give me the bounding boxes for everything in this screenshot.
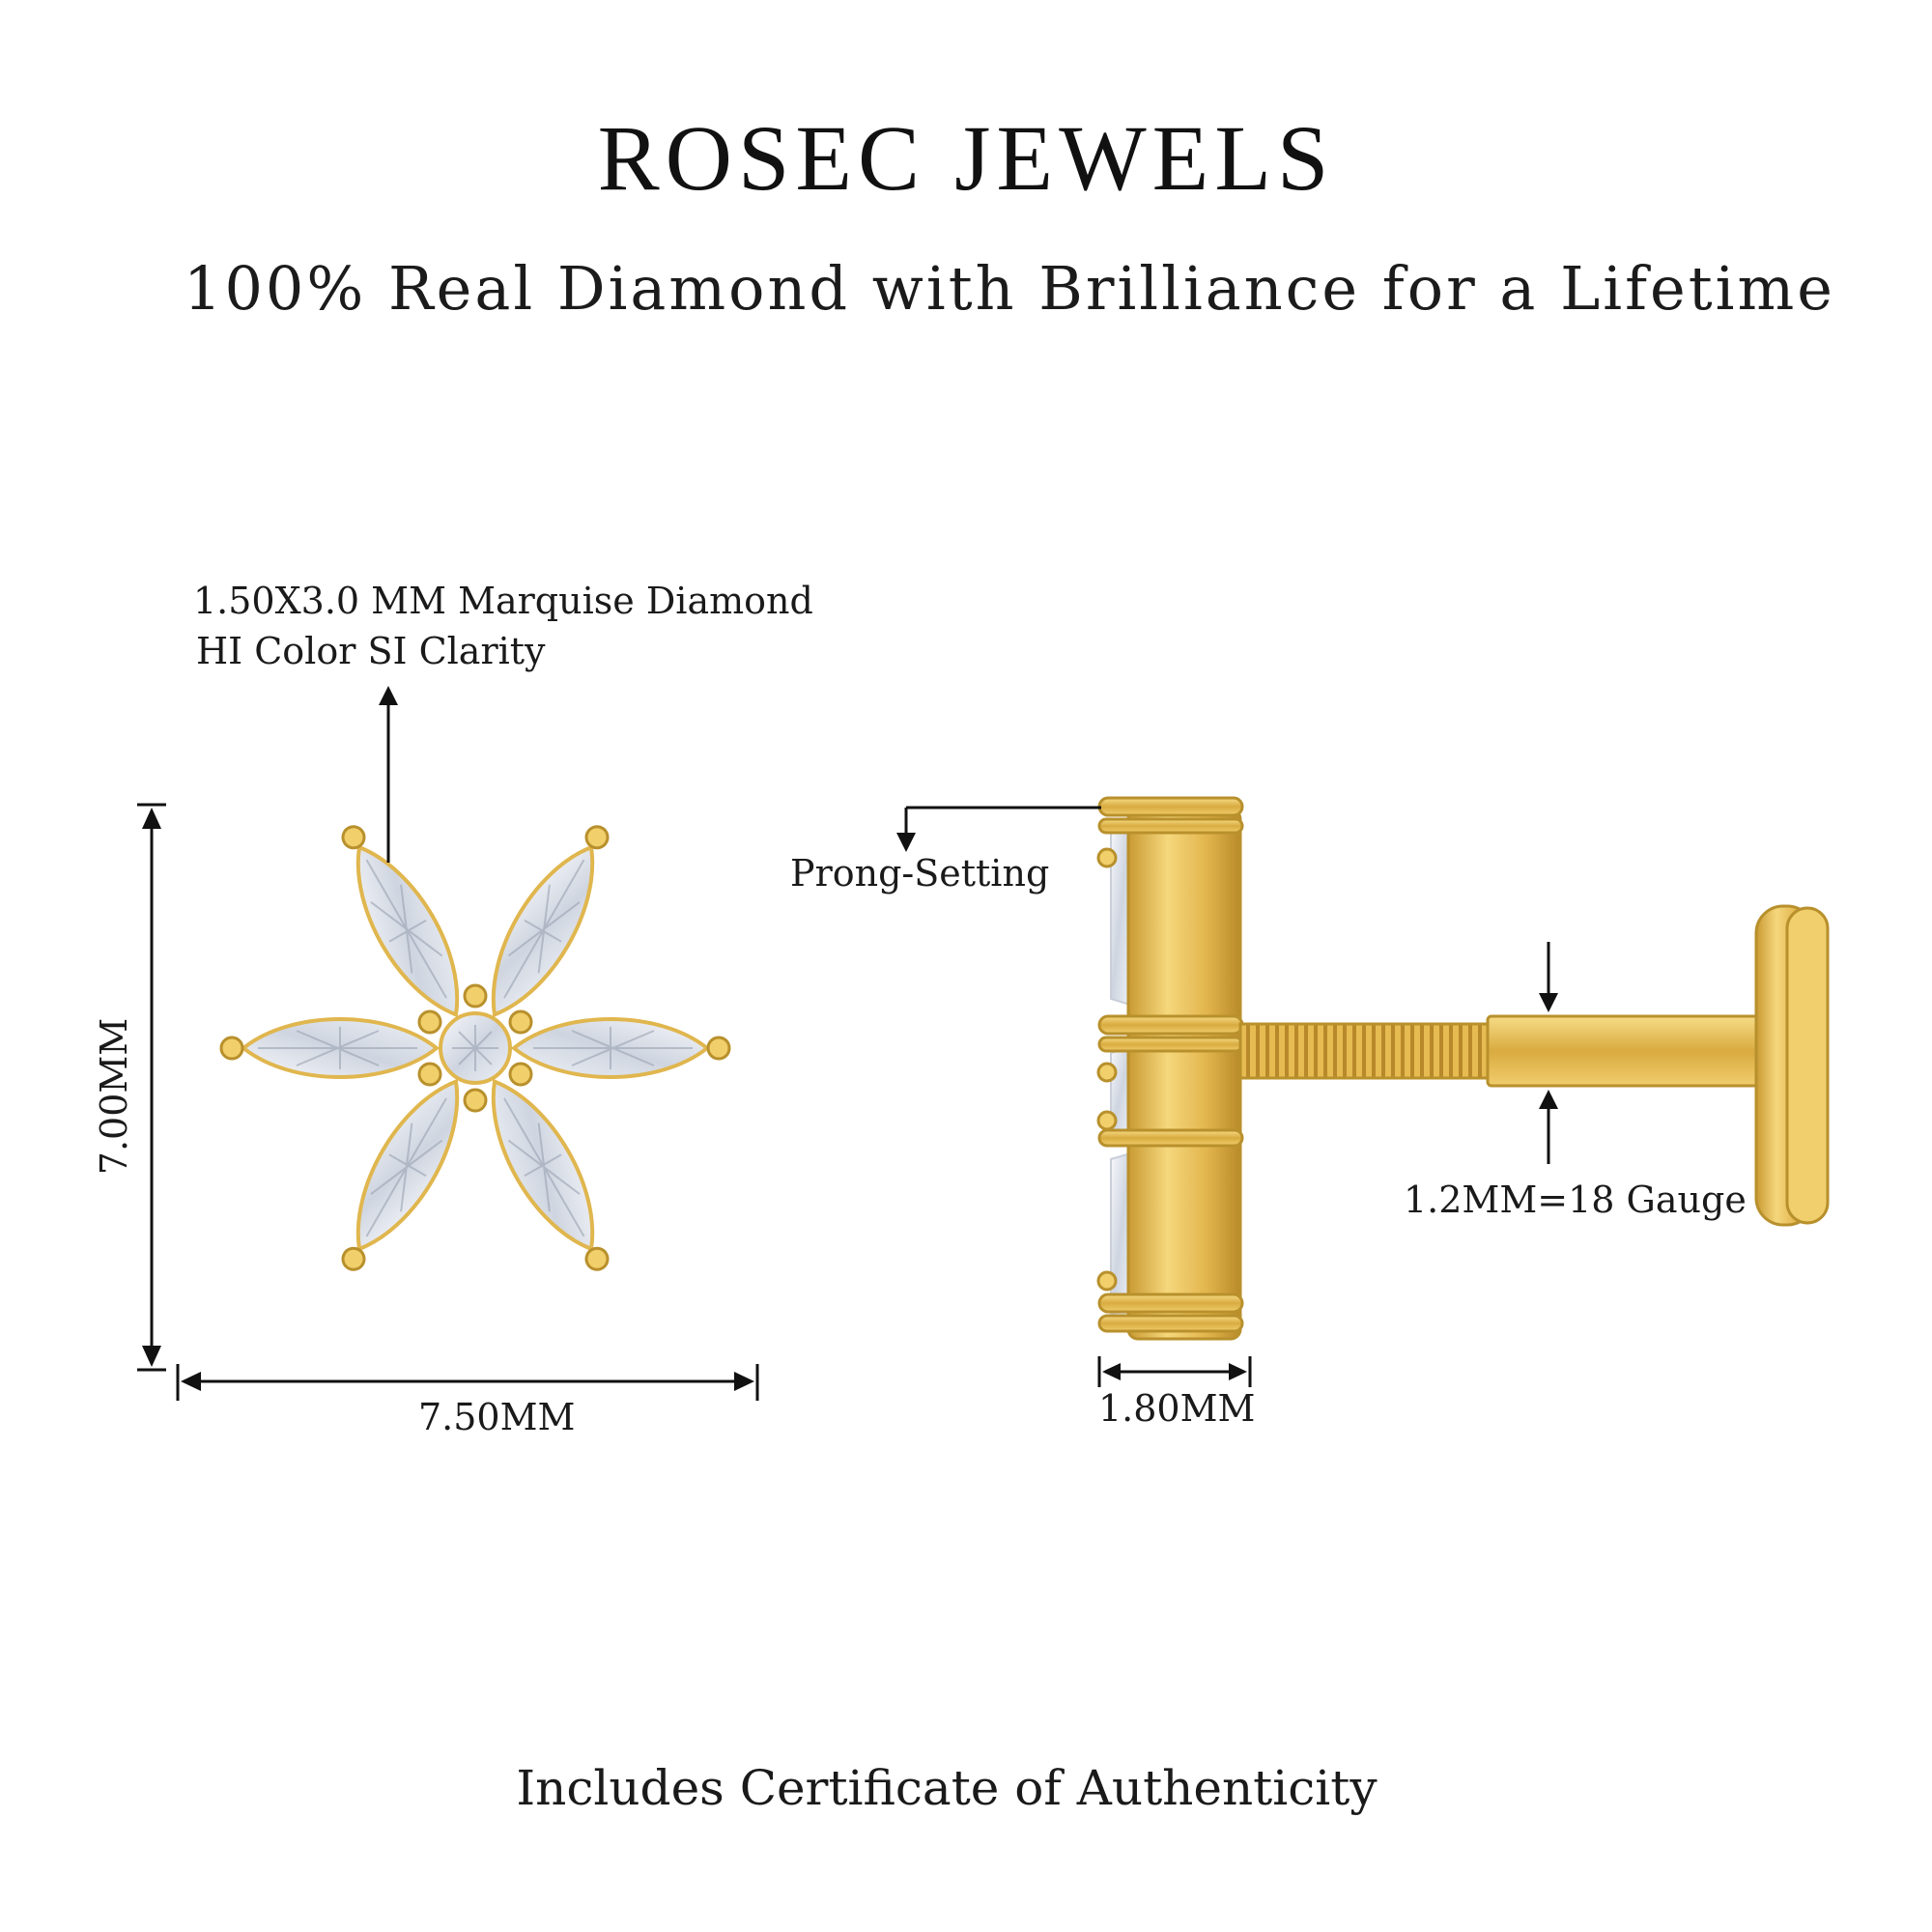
prong-bars	[1097, 796, 1244, 1333]
threaded-shaft	[1238, 1022, 1490, 1080]
marquise-petal	[491, 1078, 610, 1271]
height-dimension-line	[137, 803, 166, 1372]
gauge-label: 1.2MM=18 Gauge	[1404, 1179, 1747, 1221]
marquise-petal	[510, 1017, 731, 1079]
setting-plate	[1126, 808, 1242, 1341]
flat-back-disc	[1754, 904, 1830, 1227]
brand-title: ROSEC JEWELS	[597, 106, 1335, 210]
stone-callout-arrow	[379, 686, 398, 863]
stone-spec-size: 1.50X3.0 MM Marquise Diamond	[193, 580, 813, 622]
marquise-petal	[341, 825, 460, 1018]
tagline: 100% Real Diamond with Brilliance for a …	[184, 253, 1835, 324]
depth-dimension-line	[1097, 1356, 1252, 1387]
width-dimension-line	[176, 1364, 759, 1401]
marquise-petal	[341, 1078, 460, 1271]
width-label: 7.50MM	[418, 1396, 576, 1438]
side-view	[1096, 796, 1830, 1341]
marquise-petal	[491, 825, 610, 1018]
depth-label: 1.80MM	[1098, 1387, 1256, 1430]
height-label: 7.00MM	[93, 1017, 135, 1176]
marquise-petal	[219, 1017, 440, 1079]
gauge-arrows	[1539, 942, 1558, 1164]
setting-label: Prong-Setting	[790, 852, 1050, 895]
certificate-note: Includes Certificate of Authenticity	[516, 1760, 1378, 1816]
stone-spec-grade: HI Color SI Clarity	[196, 630, 546, 672]
flower-front-view	[219, 825, 731, 1271]
center-diamond	[417, 983, 533, 1113]
post	[1486, 1014, 1770, 1088]
prong-callout-arrow	[896, 806, 1101, 852]
